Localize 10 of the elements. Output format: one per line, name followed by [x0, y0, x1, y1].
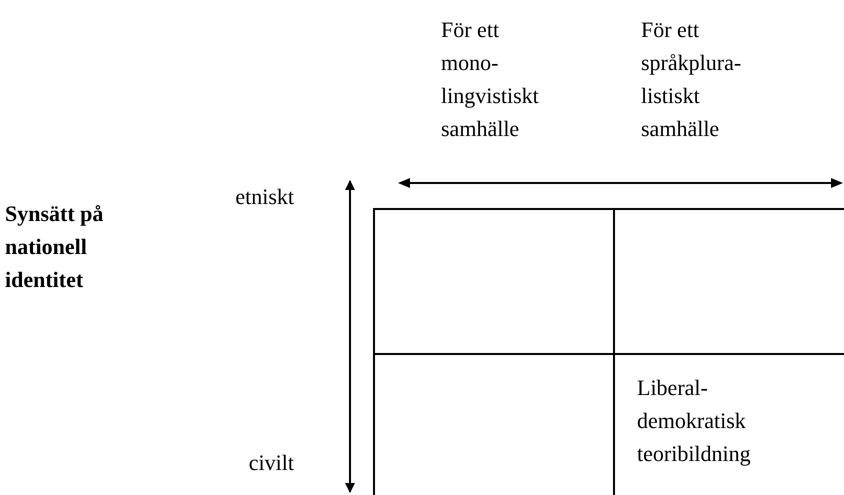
axis-label: För ett mono- lingvistiskt samhälle	[441, 16, 540, 143]
text-cell	[613, 353, 844, 495]
cell-text: Liberal- demokratisk teoribildning	[637, 374, 752, 468]
grid-cell	[373, 208, 615, 355]
axis-label: etniskt	[234, 183, 294, 211]
axis-label: civilt	[248, 449, 294, 477]
axis-label: För ett språkplura- listiskt samhälle	[641, 16, 742, 143]
grid-cell	[373, 353, 615, 495]
grid-cell	[613, 208, 844, 355]
axis-title: Synsätt på nationell identitet	[5, 200, 104, 294]
